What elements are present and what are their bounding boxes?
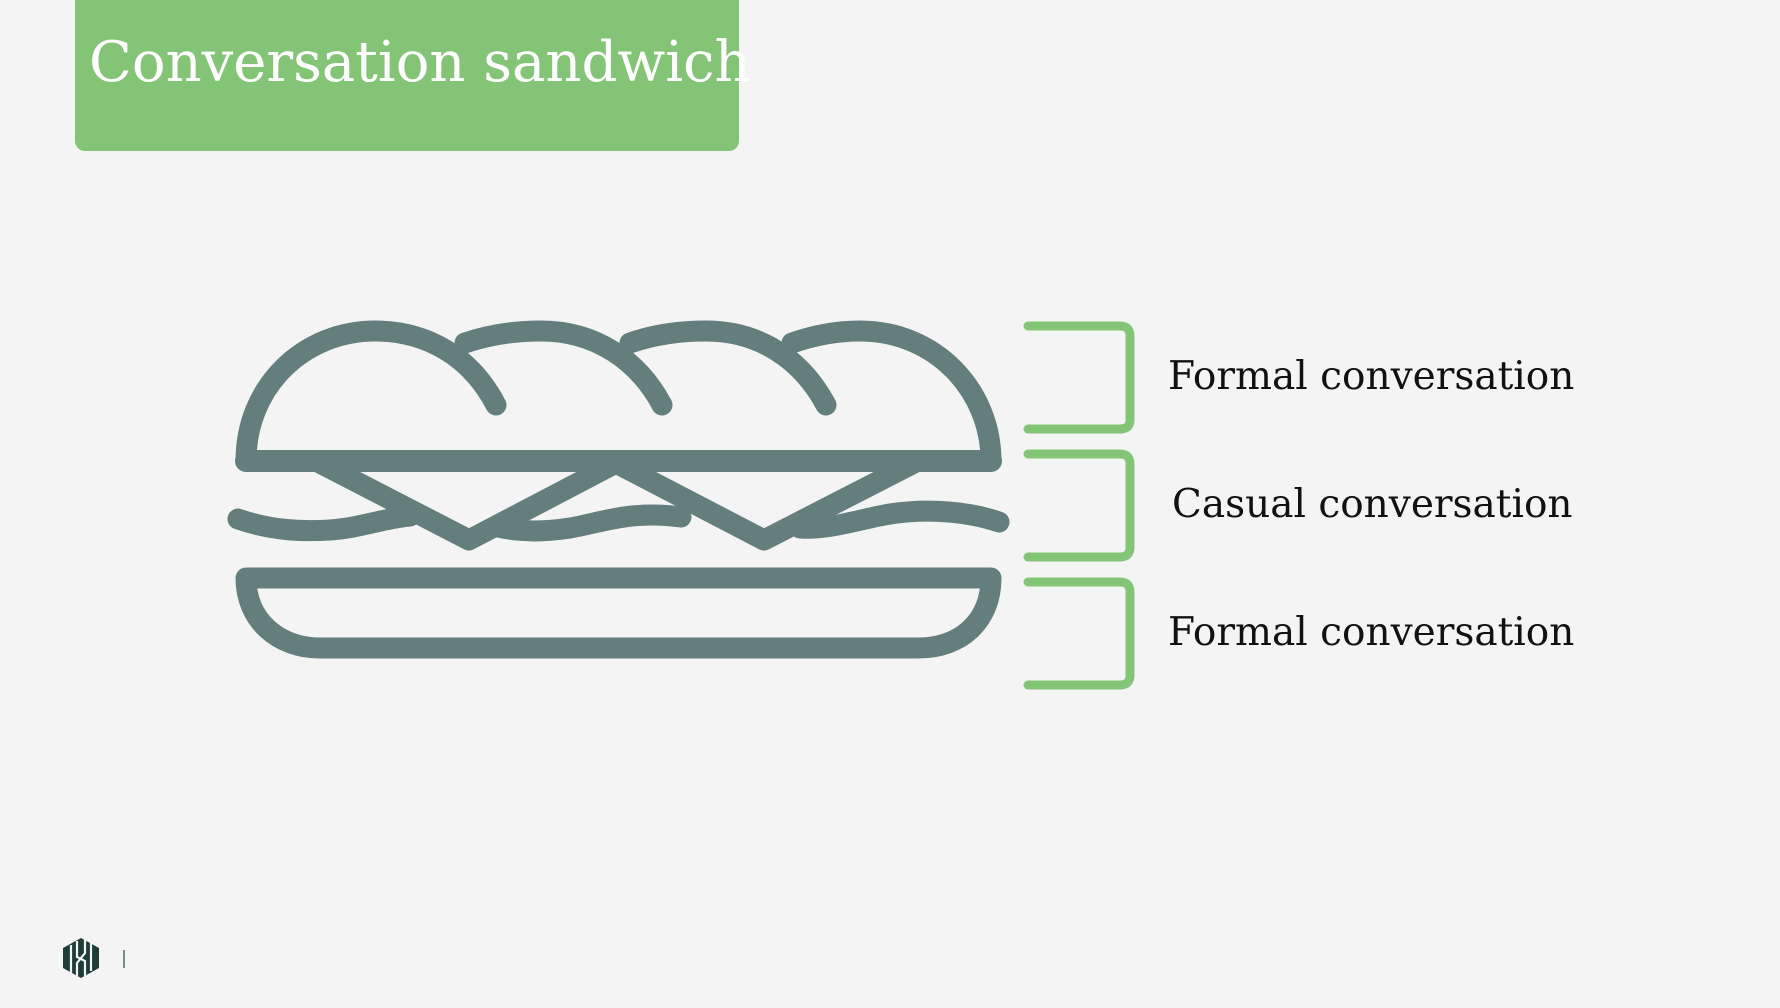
layer-label-middle: Casual conversation: [1172, 482, 1573, 527]
title-banner: Conversation sandwich: [75, 0, 751, 151]
bracket-icon: [1023, 321, 1135, 690]
layer-label-bottom: Formal conversation: [1168, 610, 1575, 655]
bun-top-hump-1: [235, 320, 507, 472]
slide-title: Conversation sandwich: [89, 30, 751, 95]
lettuce-wave: [227, 500, 1010, 542]
company-logo: [63, 938, 99, 978]
bun-bottom: [235, 567, 1002, 659]
bracket-bottom: [1023, 577, 1135, 690]
layer-label-top: Formal conversation: [1168, 354, 1575, 399]
bun-top-hump-4: [781, 320, 1002, 472]
bun-top-hump-3: [619, 320, 837, 416]
bracket-top: [1023, 321, 1135, 434]
footer-divider: [123, 950, 125, 968]
sandwich-icon: [227, 320, 1010, 659]
bun-top-hump-2: [454, 320, 673, 416]
bracket-middle: [1023, 449, 1135, 562]
